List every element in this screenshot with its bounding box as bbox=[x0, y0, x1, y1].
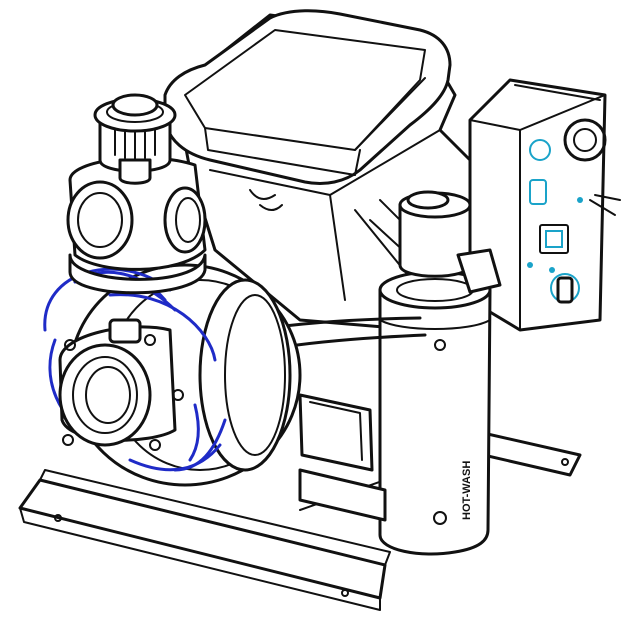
hour-meter-icon bbox=[539, 224, 569, 254]
muffler: HOT-WASH bbox=[378, 270, 492, 556]
exhaust-pipe bbox=[398, 190, 502, 294]
control-box bbox=[468, 78, 621, 332]
fuse-holder-icon bbox=[529, 179, 547, 205]
discharge-port-right bbox=[163, 186, 207, 254]
inlet-bolt-boss bbox=[108, 318, 142, 344]
inlet-port bbox=[58, 343, 152, 447]
switch-dial-icon bbox=[563, 118, 607, 162]
indicator-light-icon bbox=[529, 139, 551, 161]
engine-mount bbox=[298, 393, 387, 522]
priming-cap bbox=[93, 93, 177, 185]
base-frame bbox=[18, 428, 582, 611]
hot-label: HOT-WASH bbox=[461, 461, 473, 520]
discharge-manifold bbox=[66, 156, 207, 295]
suction-inlet bbox=[58, 318, 184, 451]
air-filter-cover bbox=[163, 9, 452, 185]
